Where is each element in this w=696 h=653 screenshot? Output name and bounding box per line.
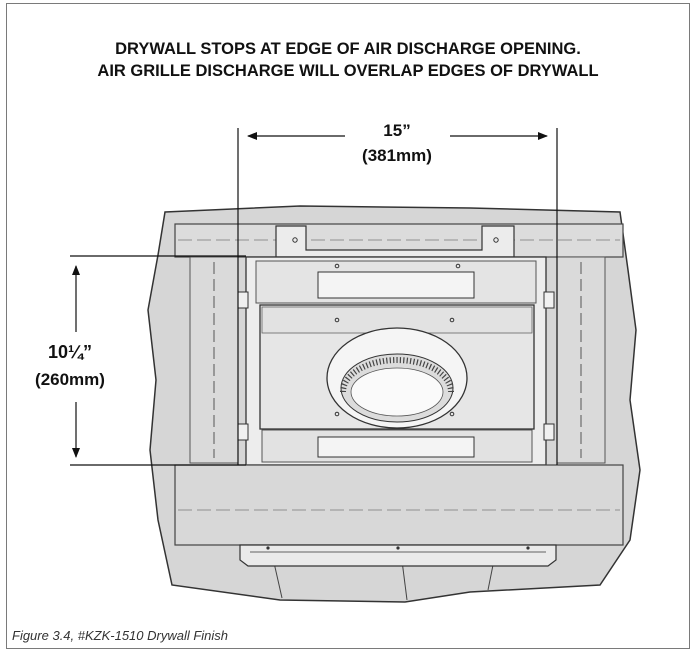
width-dim-label: 15” <box>383 121 410 140</box>
height-dimension <box>70 255 246 466</box>
side-studs <box>189 256 606 464</box>
bottom-drywall-band <box>174 464 624 546</box>
discharge-collar <box>326 327 468 429</box>
height-dim-label: 10¼” <box>48 342 92 362</box>
upper-slot <box>317 271 475 299</box>
heading-line-2: AIR GRILLE DISCHARGE WILL OVERLAP EDGES … <box>97 62 599 80</box>
heading-line-1: DRYWALL STOPS AT EDGE OF AIR DISCHARGE O… <box>115 40 581 58</box>
height-dim-metric: (260mm) <box>35 370 105 389</box>
grille-flange <box>239 544 557 567</box>
width-dimension <box>237 128 558 465</box>
width-dim-metric: (381mm) <box>362 146 432 165</box>
figure-heading: DRYWALL STOPS AT EDGE OF AIR DISCHARGE O… <box>0 38 696 82</box>
figure-caption: Figure 3.4, #KZK-1510 Drywall Finish <box>12 628 229 643</box>
lower-slot <box>317 436 475 458</box>
